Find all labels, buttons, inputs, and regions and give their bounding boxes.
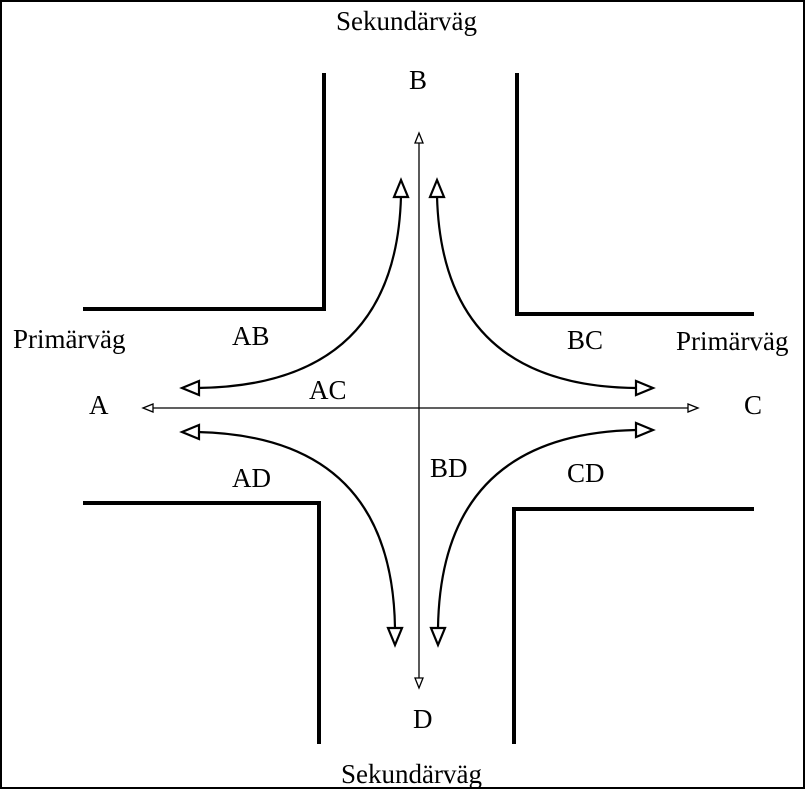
movement-ad-arrowhead-d [386, 626, 404, 648]
road-label-right: Primärväg [676, 326, 788, 356]
movement-bc-arrowhead-b [428, 177, 446, 199]
movement-label-bc: BC [567, 325, 603, 355]
movement-ab-arrowhead-b [392, 177, 410, 199]
road-edge-top-right [515, 73, 754, 316]
movement-ac-arrowhead-c [687, 403, 700, 413]
movement-ab-arrowhead-a [179, 379, 201, 397]
movement-label-ad: AD [232, 463, 271, 493]
road-label-left: Primärväg [13, 324, 125, 354]
movement-cd-arrowhead-c [634, 421, 656, 439]
node-label-a: A [89, 390, 109, 420]
road-edge-bottom-right [512, 507, 754, 744]
movement-bd-arrowhead-d [414, 677, 424, 690]
movement-label-ab: AB [232, 321, 270, 351]
road-edge-top-left [83, 73, 326, 311]
node-label-c: C [744, 390, 762, 420]
movement-ac-arrowhead-a [141, 403, 154, 413]
movement-bc-arrowhead-c [634, 379, 656, 397]
movement-cd-arrowhead-d [429, 626, 447, 648]
movement-label-ac: AC [309, 375, 347, 405]
road-label-bottom: Sekundärväg [341, 759, 482, 789]
movement-bc-curve [435, 195, 637, 390]
movement-cd-curve [436, 428, 637, 629]
movement-ad-curve [196, 430, 397, 629]
node-label-d: D [413, 704, 433, 734]
movement-bd-arrowhead-b [414, 131, 424, 144]
node-label-b: B [409, 65, 427, 95]
movement-label-bd: BD [430, 453, 468, 483]
movement-ad-arrowhead-a [179, 423, 201, 441]
road-label-top: Sekundärväg [336, 6, 477, 36]
movement-ab-curve [196, 195, 403, 390]
movement-label-cd: CD [567, 458, 605, 488]
road-edge-bottom-left [83, 501, 321, 744]
